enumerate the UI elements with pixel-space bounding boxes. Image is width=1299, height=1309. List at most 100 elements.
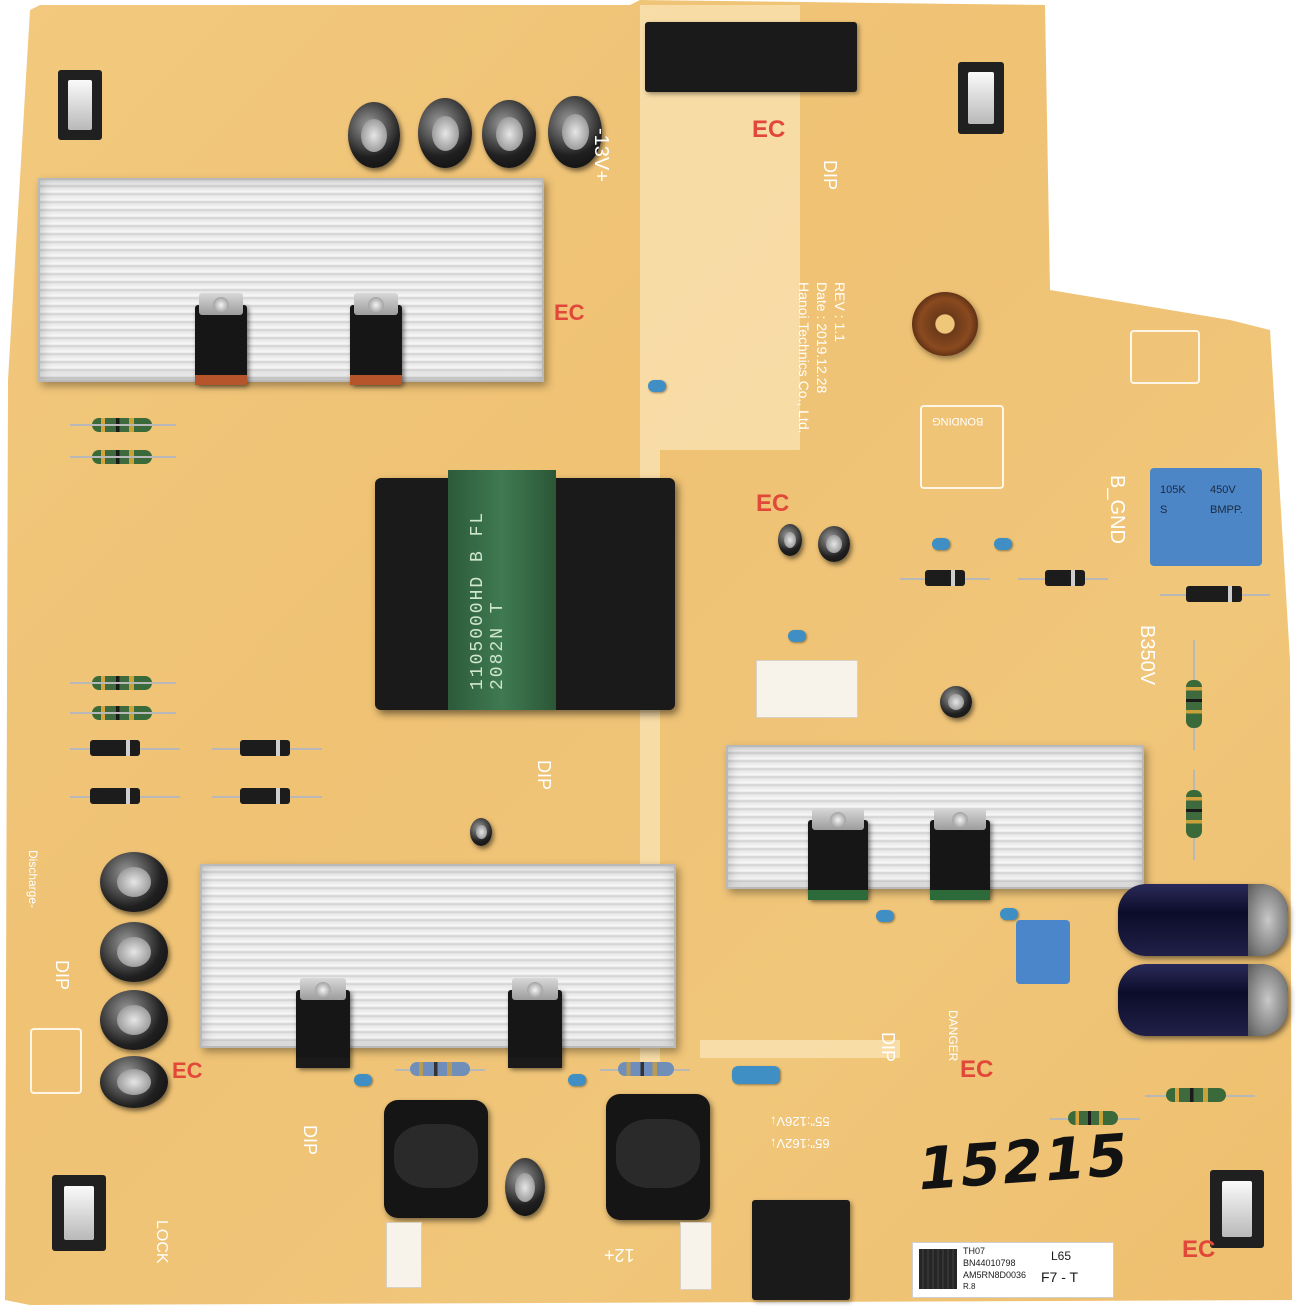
lead (70, 456, 176, 458)
danger-label: DANGER (946, 1010, 960, 1062)
resistor (618, 1062, 674, 1076)
dip-label: DIP (820, 160, 840, 191)
ceramic-capacitor (932, 538, 950, 550)
ceramic-capacitor (648, 380, 666, 392)
electrolytic-capacitor (348, 102, 400, 168)
resistor (1186, 790, 1202, 838)
ceramic-capacitor (354, 1074, 372, 1086)
mounting-bolt (1210, 1170, 1264, 1248)
film-capacitor (1016, 920, 1070, 984)
b-gnd-label: B_GND (1106, 475, 1128, 544)
ceramic-capacitor (732, 1066, 780, 1084)
diode (240, 788, 290, 804)
electrolytic-capacitor (100, 922, 168, 982)
electrolytic-capacitor (100, 1056, 168, 1108)
diode (925, 570, 965, 586)
electrolytic-capacitor (482, 100, 536, 168)
ceramic-capacitor (568, 1074, 586, 1086)
sticker-size: L65 (1051, 1249, 1072, 1263)
mosfet (350, 293, 402, 385)
lock-label: LOCK (153, 1220, 170, 1264)
mounting-bolt (52, 1175, 106, 1251)
electrolytic-capacitor (778, 524, 802, 556)
xcap-text: 450V (1210, 484, 1236, 496)
ec-stamp: EC (752, 116, 786, 143)
lead (70, 682, 176, 684)
bulk-capacitor (1118, 884, 1288, 956)
diode (90, 740, 140, 756)
top-connector (645, 22, 857, 92)
diode (90, 788, 140, 804)
electrolytic-capacitor (505, 1158, 545, 1216)
resistor (1186, 680, 1202, 728)
lead (70, 712, 176, 714)
voltage-12v-label: 12+ (604, 1245, 635, 1265)
dip-label: DIP (878, 1032, 898, 1063)
toroid-inductor (912, 292, 978, 356)
sticker-code: F7 - T (1041, 1269, 1079, 1285)
x-capacitor: 105K 450V S BMPP. (1150, 468, 1262, 566)
voltage-126v-label: 55":126V↓ (770, 1114, 830, 1129)
xcap-text: 105K (1160, 484, 1186, 496)
mosfet (808, 808, 868, 900)
resistor (1068, 1111, 1118, 1125)
voltage-162v-label: 65":162V↓ (770, 1136, 830, 1151)
transformer-core (448, 470, 556, 710)
ec-stamp: EC (1182, 1236, 1216, 1263)
d-logo (1130, 330, 1200, 384)
pcb-trace-region (700, 1040, 900, 1058)
b350v-label: B350V (1136, 625, 1158, 686)
xcap-text: S (1160, 504, 1168, 516)
white-component (680, 1222, 712, 1290)
electrolytic-capacitor (470, 818, 492, 846)
ceramic-capacitor (994, 538, 1012, 550)
sticker-text: R.8 (963, 1282, 976, 1291)
heatsink-top-left (38, 178, 544, 382)
sticker-text: AM5RN8D0036 (963, 1270, 1027, 1280)
mounting-bolt (958, 62, 1004, 134)
mounting-bolt (58, 70, 102, 140)
heatsink-bottom-left (200, 864, 676, 1048)
lead (70, 424, 176, 426)
qr-code (919, 1249, 957, 1289)
ceramic-capacitor (1000, 908, 1018, 920)
electrolytic-capacitor (100, 990, 168, 1050)
ec-stamp: EC (172, 1058, 203, 1083)
diode (1045, 570, 1085, 586)
bulk-capacitor (1118, 964, 1288, 1036)
mosfet (930, 808, 990, 900)
electrolytic-capacitor (940, 686, 972, 718)
ceramic-capacitor (876, 910, 894, 922)
sticker-text: TH07 (963, 1246, 986, 1256)
discharge-label: Discharge- (26, 850, 40, 909)
ec-stamp: EC (960, 1056, 994, 1083)
mosfet (195, 293, 247, 385)
white-component (386, 1222, 422, 1288)
dip-label: DIP (300, 1125, 320, 1156)
output-connector (752, 1200, 850, 1300)
dip-label: DIP (52, 960, 72, 991)
model-sticker: TH07 BN44010798 AM5RN8D0036 R.8 L65 F7 -… (912, 1242, 1114, 1298)
ec-stamp: EC (554, 300, 585, 325)
d-logo (30, 1028, 82, 1094)
maker-text: Hanoi Technics Co., Ltd. (796, 282, 812, 434)
mosfet (508, 978, 562, 1068)
dip-label: DIP (534, 760, 554, 791)
power-inductor (606, 1094, 710, 1220)
ec-stamp: EC (756, 490, 790, 517)
transformer-marking: 1105000HD B FL 2082N T (468, 510, 508, 690)
electrolytic-capacitor (548, 96, 602, 168)
resistor (410, 1062, 470, 1076)
date-text: Date : 2019.12.28 (814, 282, 830, 394)
bonding-area (920, 405, 1004, 489)
electrolytic-capacitor (818, 526, 850, 562)
diode (240, 740, 290, 756)
diode (1186, 586, 1242, 602)
white-component (756, 660, 858, 718)
xcap-text: BMPP. (1210, 504, 1243, 516)
resistor (1166, 1088, 1226, 1102)
electrolytic-capacitor (418, 98, 472, 168)
bonding-label: BONDING (932, 415, 984, 427)
power-inductor (384, 1100, 488, 1218)
voltage-13v-label: -13V+ (590, 128, 612, 182)
